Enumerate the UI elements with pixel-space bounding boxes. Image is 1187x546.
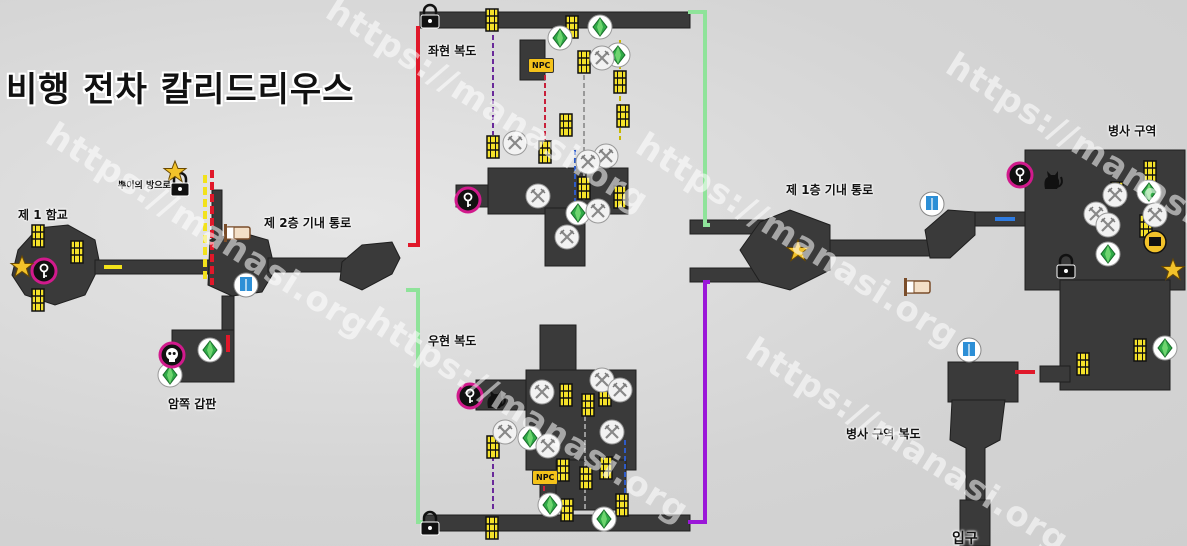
map-title: 비행 전차 칼리드리우스 [6,70,355,110]
label-corridor2f: 제 2층 기내 통로 [264,216,352,230]
label-right-corridor: 우현 복도 [428,334,477,348]
label-corridor1f: 제 1층 기내 통로 [786,183,874,197]
npc-badge: NPC [532,470,559,485]
label-bridge1: 제 1 함교 [18,208,68,222]
route-lines [104,10,1035,524]
label-barracks-corridor: 병사 구역 복도 [846,427,921,441]
label-barracks: 병사 구역 [1108,124,1157,138]
label-entrance: 입구 [952,531,978,546]
label-dark-deck: 암쪽 갑판 [168,397,217,411]
npc-badge: NPC [528,58,555,73]
skull-icon [158,341,186,369]
label-puis-room: 뿌이의 방으로 [118,181,171,191]
treasure-icon [1143,230,1167,254]
label-left-corridor: 좌현 복도 [428,44,477,58]
